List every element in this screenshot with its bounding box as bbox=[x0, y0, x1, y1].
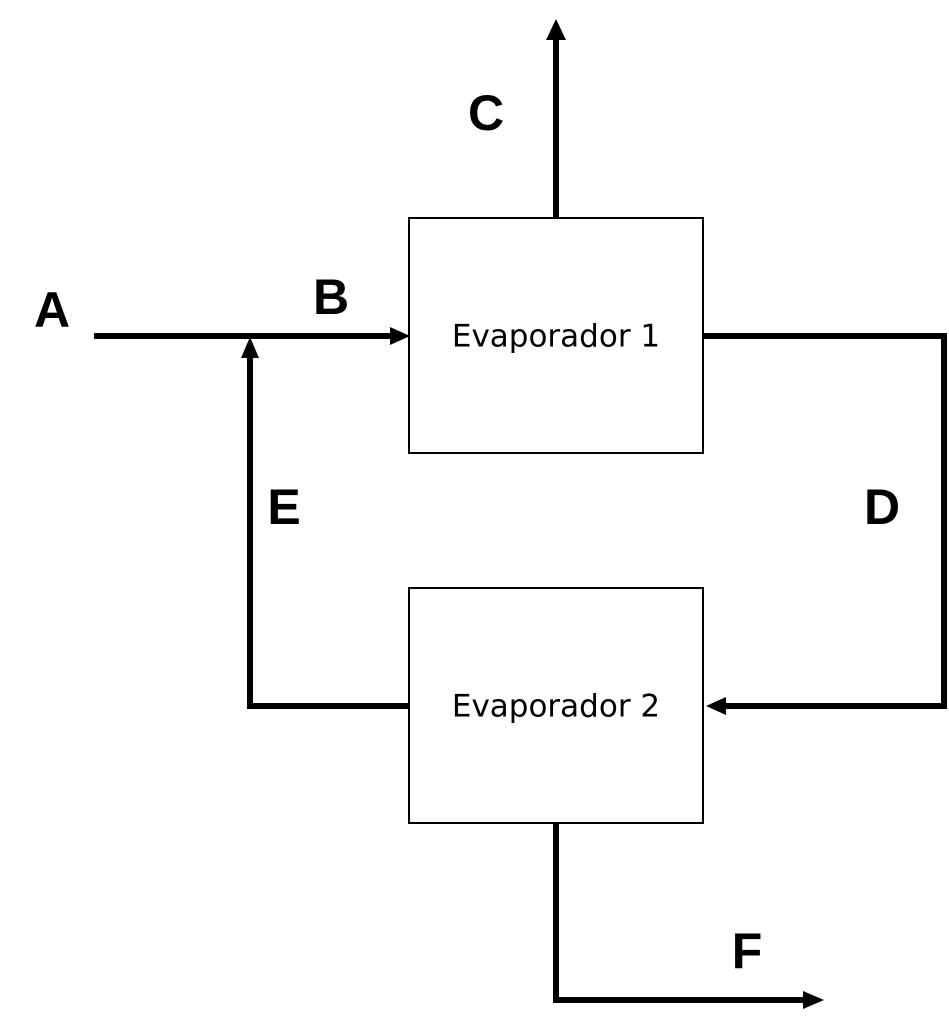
stream-e-line bbox=[247, 356, 408, 709]
evaporator-1-box bbox=[408, 217, 704, 454]
stream-label-a: A bbox=[34, 282, 70, 338]
stream-f-line bbox=[553, 823, 806, 1003]
stream-f-arrowhead bbox=[803, 991, 824, 1009]
stream-d-arrowhead bbox=[706, 697, 726, 715]
evaporator-2-box bbox=[408, 587, 704, 824]
stream-e-arrowhead bbox=[241, 337, 259, 358]
stream-c-arrowhead bbox=[546, 19, 566, 40]
stream-label-d: D bbox=[864, 479, 900, 535]
evaporator-1-label: Evaporador 1 bbox=[452, 319, 660, 355]
stream-b-arrowhead bbox=[390, 327, 410, 345]
stream-label-c: C bbox=[468, 85, 504, 141]
stream-label-f: F bbox=[732, 923, 763, 979]
stream-label-b: B bbox=[313, 269, 349, 325]
stream-label-e: E bbox=[267, 479, 300, 535]
evaporator-2-label: Evaporador 2 bbox=[452, 689, 660, 725]
stream-d-line bbox=[703, 333, 947, 709]
